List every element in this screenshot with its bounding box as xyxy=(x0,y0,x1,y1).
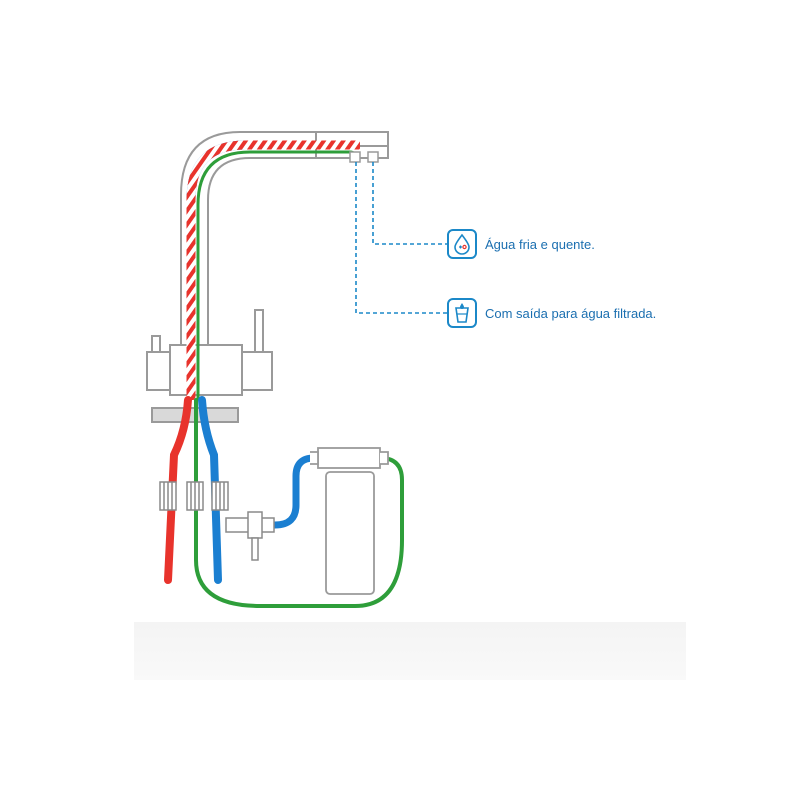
hose-fittings xyxy=(159,481,229,511)
tee-valve xyxy=(225,511,275,561)
braided-hose xyxy=(186,140,360,400)
glass-droplet-icon xyxy=(447,298,477,328)
hot-water-hose xyxy=(164,396,192,584)
filter-inlet-hose xyxy=(228,454,318,529)
cold-water-hose xyxy=(198,396,222,584)
filtered-water-hose xyxy=(194,398,404,608)
water-filter xyxy=(310,447,389,595)
supply-hoses xyxy=(164,396,404,608)
legend-filtered: Com saída para água filtrada. xyxy=(447,298,656,328)
faucet-body xyxy=(146,131,389,423)
legend-hot-cold-label: Água fria e quente. xyxy=(485,236,595,252)
legend-filtered-label: Com saída para água filtrada. xyxy=(485,305,657,321)
droplet-hot-cold-icon xyxy=(447,229,477,259)
leader-lines xyxy=(355,162,448,314)
floor-shadow xyxy=(134,622,686,680)
legend-hot-cold: Água fria e quente. xyxy=(447,229,595,259)
